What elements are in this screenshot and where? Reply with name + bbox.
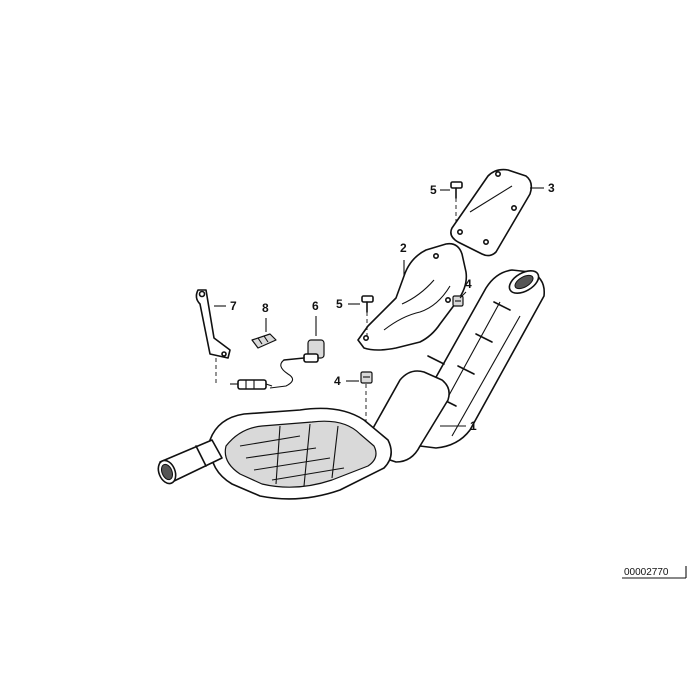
document-number-block: 00002770 [622,566,687,579]
callout-4-upper: 4 [465,277,472,291]
callout-3: 3 [548,181,555,195]
bracket [195,289,231,384]
callout-8: 8 [262,301,269,315]
document-number: 00002770 [624,567,669,578]
callout-1: 1 [470,419,477,433]
silencer-assembly [157,269,546,500]
heat-shield-upper [450,168,533,257]
screw-lower [361,295,374,336]
oxygen-sensor [269,339,325,389]
sensor-connector [230,379,273,390]
clip-nut-upper [452,295,464,307]
callout-4-lower: 4 [334,374,341,388]
heat-shield-lower [357,242,468,351]
screw-upper [450,181,463,226]
callout-6: 6 [312,299,319,313]
callout-5-lower: 5 [336,297,343,311]
callout-7: 7 [230,299,237,313]
sensor-clip [251,333,277,349]
callout-2: 2 [400,241,407,255]
callout-5-upper: 5 [430,183,437,197]
leader-4-upper [459,291,467,299]
